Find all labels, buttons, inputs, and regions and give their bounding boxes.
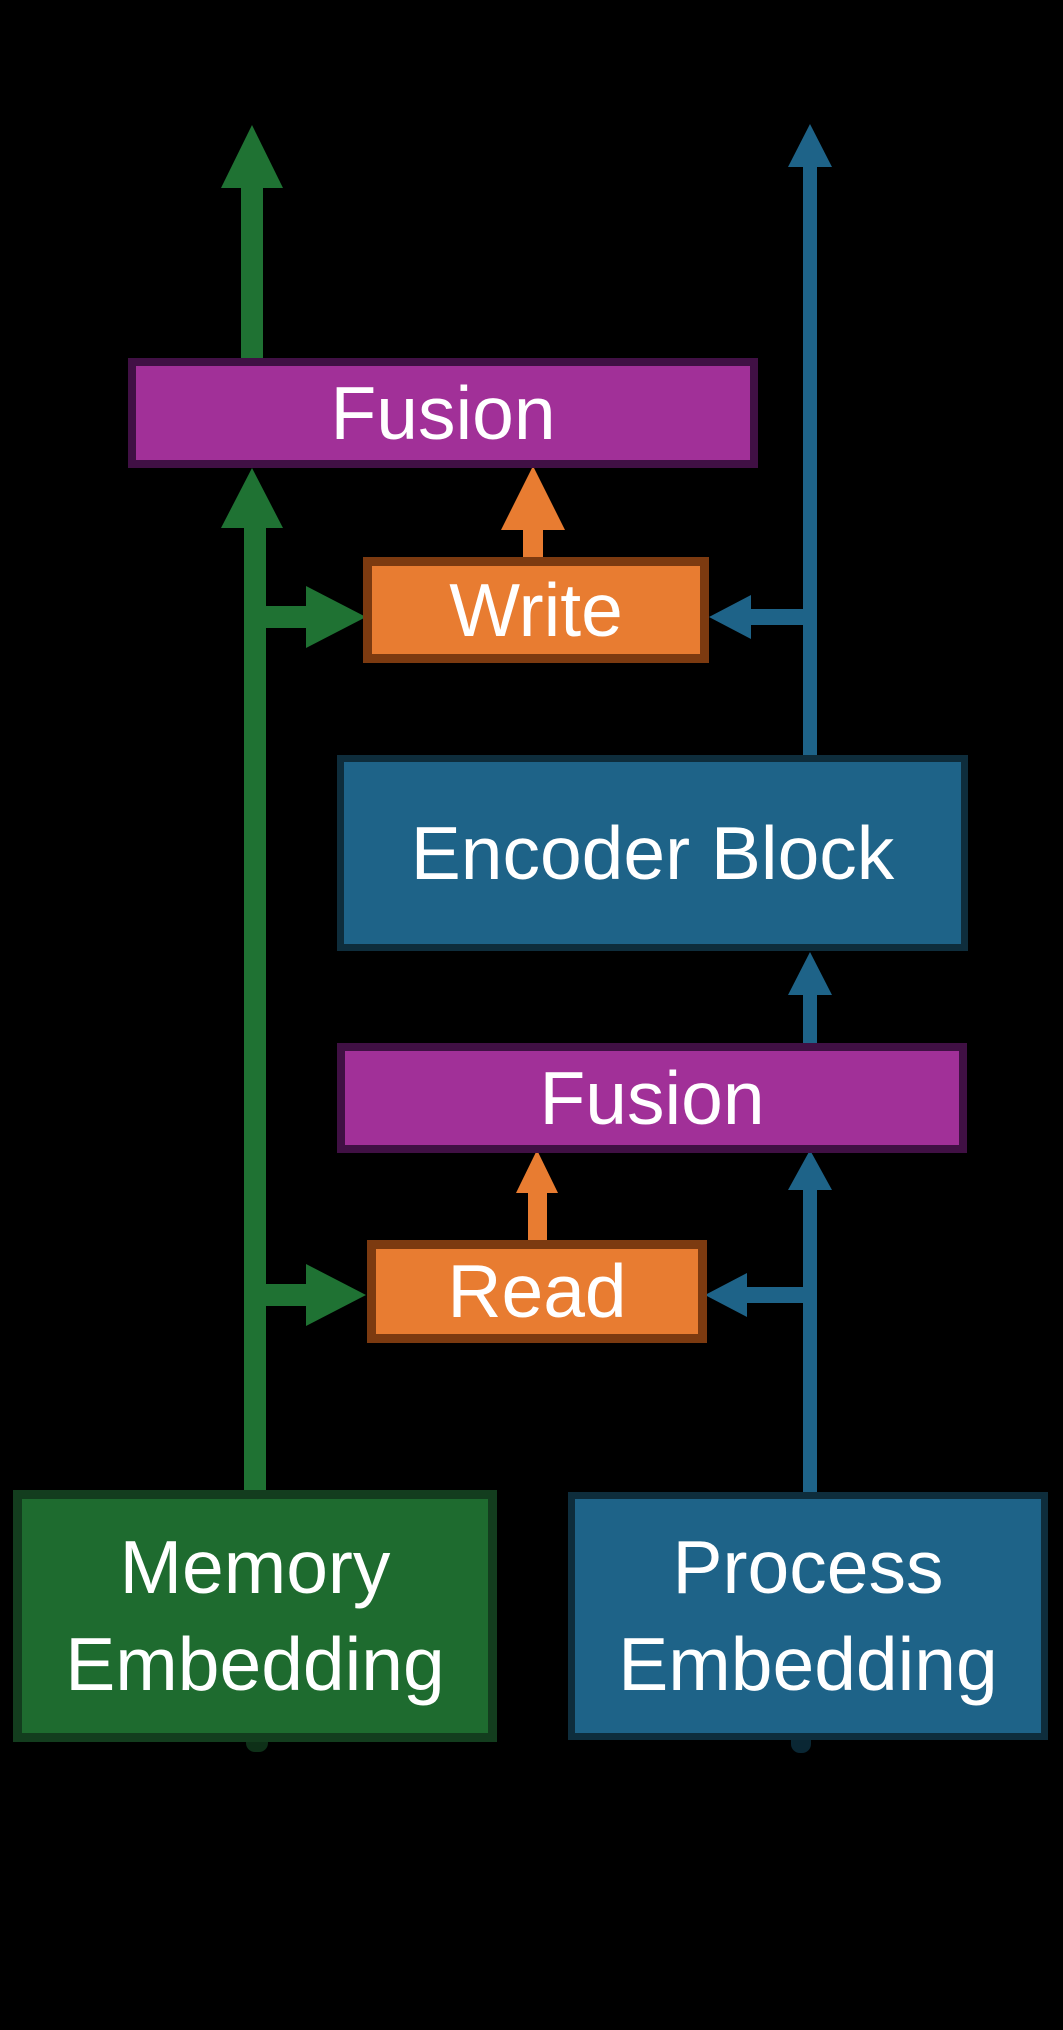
memory-to-read-arrowhead-icon xyxy=(306,1264,366,1326)
memory-to-fusion-arrowhead-icon xyxy=(221,468,283,528)
process-to-fusion-arrowhead-icon xyxy=(788,1150,832,1190)
memory-output-arrow-stem xyxy=(241,188,263,358)
write-to-fusion-arrowhead-icon xyxy=(501,466,565,530)
memory-main-line xyxy=(244,528,266,1490)
process-output-arrowhead-icon xyxy=(788,124,832,167)
process-to-read-branch-stem xyxy=(747,1287,803,1303)
process-to-read-arrowhead-icon xyxy=(705,1273,747,1317)
read-box: Read xyxy=(367,1240,707,1343)
fusion-mid-label: Fusion xyxy=(539,1055,765,1140)
read-to-fusion-stem xyxy=(528,1193,547,1240)
memory-to-write-branch-stem xyxy=(266,606,306,628)
write-to-fusion-stem xyxy=(523,530,543,557)
fusion-mid-box: Fusion xyxy=(337,1043,967,1153)
encoder-to-write-arrowhead-icon xyxy=(709,595,751,639)
process-embedding-box: Process Embedding xyxy=(568,1492,1048,1740)
memory-embedding-box: Memory Embedding xyxy=(13,1490,497,1742)
write-label: Write xyxy=(449,567,623,652)
memory-embedding-label: Memory Embedding xyxy=(65,1525,445,1706)
encoder-block-label: Encoder Block xyxy=(410,810,895,895)
process-line-stub xyxy=(791,1740,811,1753)
encoder-output-line xyxy=(803,167,817,758)
memory-to-write-arrowhead-icon xyxy=(306,586,366,648)
fusion-top-box: Fusion xyxy=(128,358,758,468)
fusion-top-label: Fusion xyxy=(330,370,556,455)
process-main-line xyxy=(803,1190,817,1492)
encoder-to-write-branch-stem xyxy=(751,609,803,625)
fusion-to-encoder-arrowhead-icon xyxy=(788,952,832,995)
memory-output-arrowhead-icon xyxy=(221,125,283,188)
fusion-to-encoder-stem xyxy=(803,995,817,1043)
write-box: Write xyxy=(363,557,709,663)
read-label: Read xyxy=(447,1249,627,1333)
process-embedding-label: Process Embedding xyxy=(618,1525,998,1706)
memory-to-read-branch-stem xyxy=(266,1284,306,1306)
encoder-block-box: Encoder Block xyxy=(337,755,968,951)
memory-line-stub xyxy=(246,1742,268,1752)
read-to-fusion-arrowhead-icon xyxy=(516,1150,558,1193)
